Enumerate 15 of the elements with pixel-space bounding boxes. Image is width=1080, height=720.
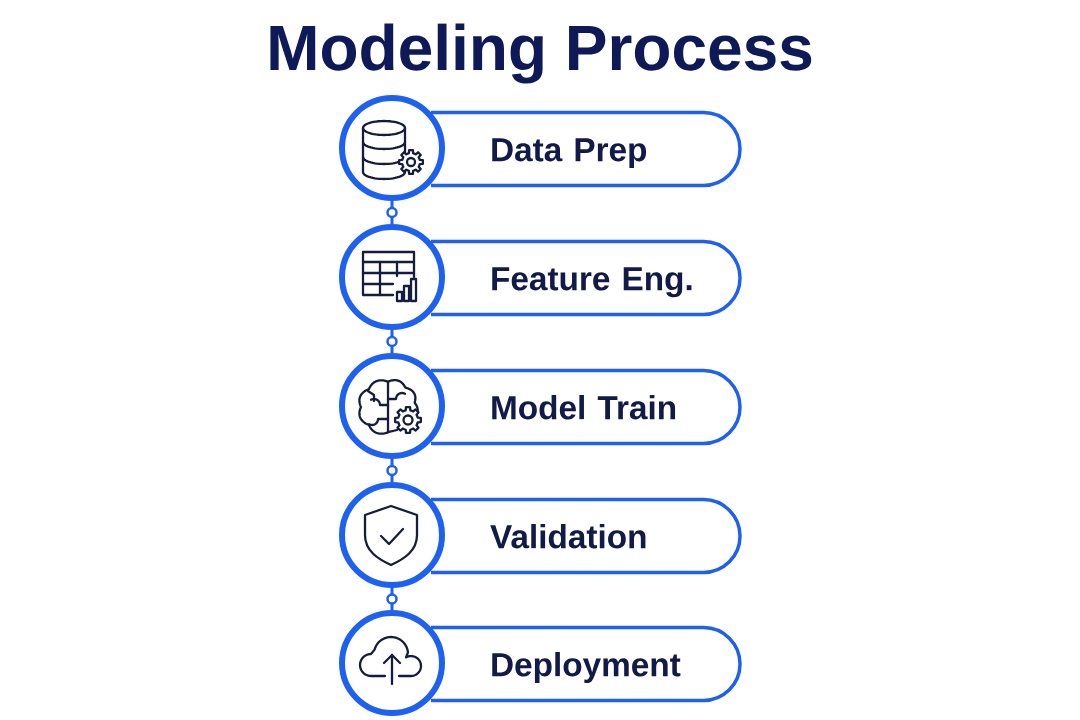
connector-line [386,588,398,610]
step-circle [339,610,445,716]
step-circle [339,353,445,459]
step-label-box: Deployment [431,625,742,703]
step-label-box: Feature Eng. [431,239,742,317]
step-circle [339,482,445,588]
connector-line [386,459,398,482]
step-label-box: Data Prep [431,110,742,188]
connector-line [386,201,398,224]
step-label-box: Validation [431,497,742,575]
step-circle [339,224,445,330]
step-circle [339,95,445,201]
step-label-box: Model Train [431,368,742,446]
connector-line [386,330,398,353]
title: Modeling Process [270,23,812,84]
